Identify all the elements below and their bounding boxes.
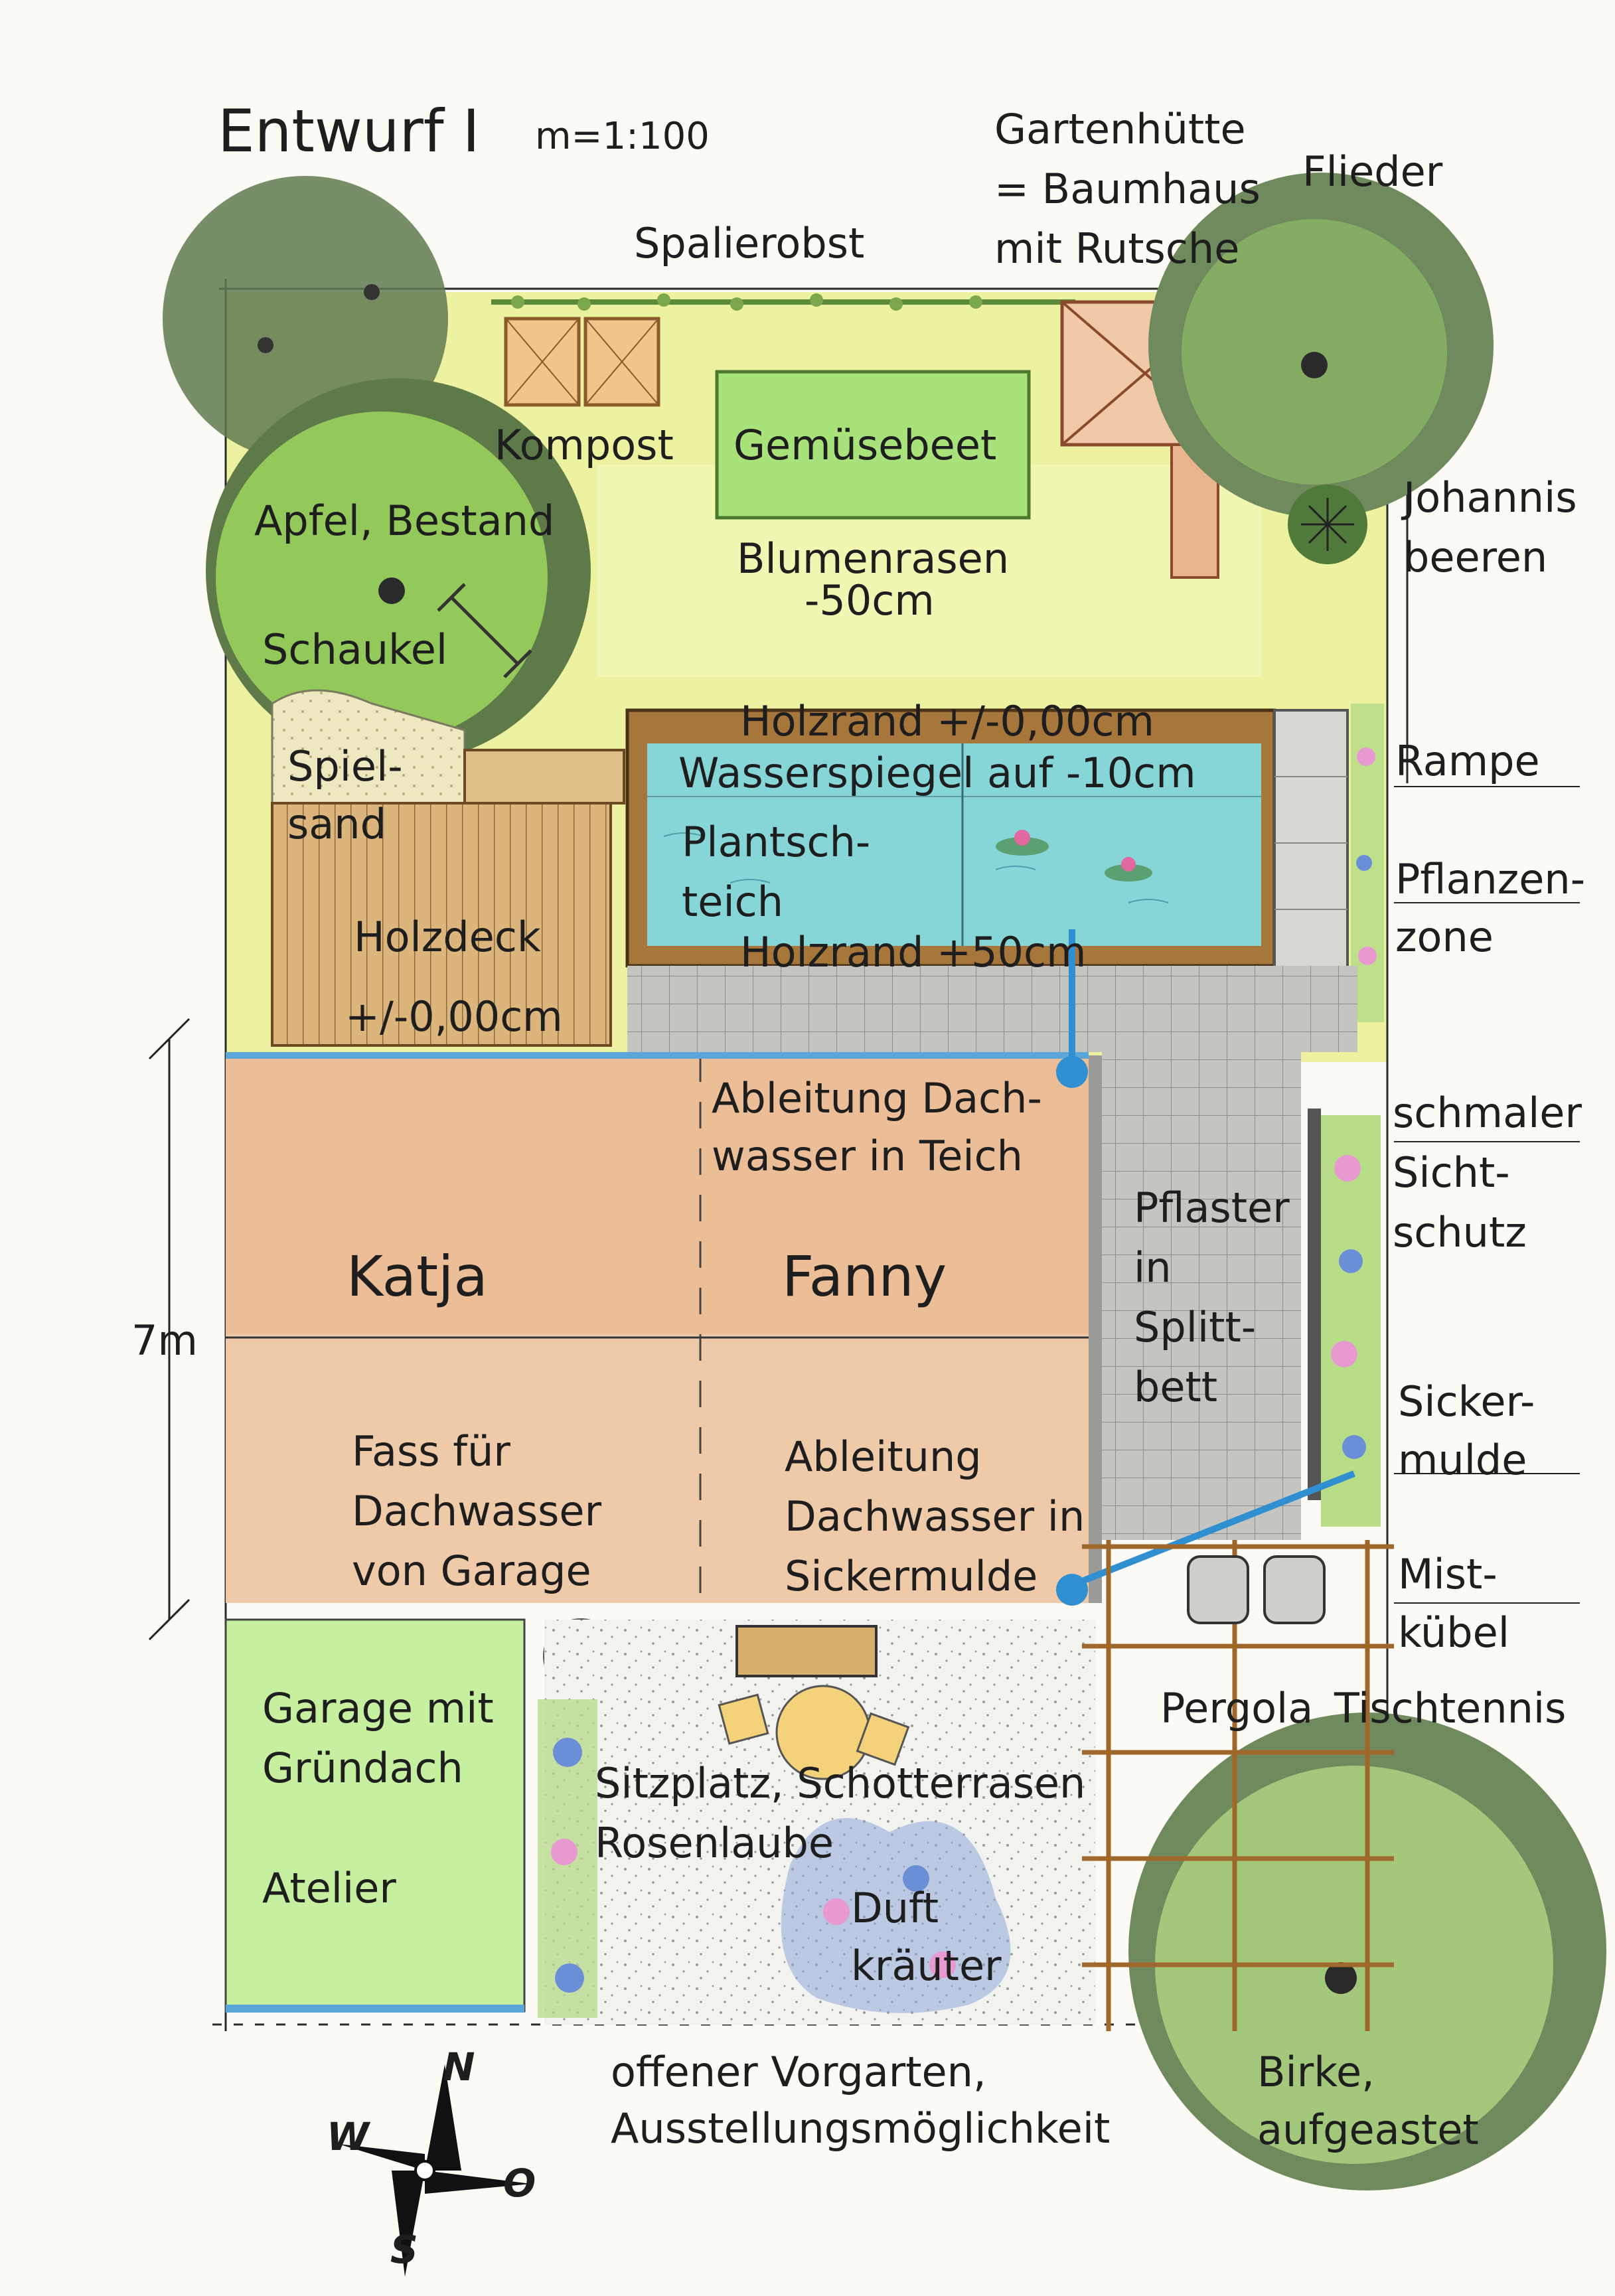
label-sicker: Sicker- — [1398, 1377, 1535, 1426]
label-gruendach: Gründach — [262, 1744, 463, 1792]
lilac-tree — [1148, 173, 1494, 518]
house — [226, 1052, 1102, 1603]
label-sicht: Sicht- — [1393, 1148, 1510, 1197]
label-ableitung-sm-3: Sickermulde — [785, 1552, 1038, 1600]
currant-shrub — [1288, 485, 1367, 564]
label-gartenhuette-2: = Baumhaus — [994, 165, 1261, 213]
herb-bed — [781, 1817, 1011, 2013]
deck-step — [463, 749, 625, 804]
label-rampe: Rampe — [1395, 737, 1540, 785]
label-fass-2: Dachwasser — [352, 1487, 602, 1535]
label-spalierobst: Spalierobst — [634, 219, 865, 268]
label-splitt: Splitt- — [1134, 1303, 1257, 1351]
compass-west: W — [327, 2114, 369, 2159]
label-holzrand-top: Holzrand +/-0,00cm — [740, 697, 1154, 745]
label-kompost: Kompost — [495, 421, 674, 469]
label-katja: Katja — [346, 1244, 488, 1309]
label-mulde: mulde — [1398, 1436, 1527, 1484]
leader-lines — [1394, 786, 1580, 1604]
label-johannis: Johannis — [1403, 473, 1577, 522]
rose-arbor — [735, 1625, 878, 1677]
label-bett: bett — [1134, 1363, 1218, 1411]
swing — [437, 583, 532, 678]
label-fanny: Fanny — [782, 1244, 947, 1309]
scale-label: m=1:100 — [535, 115, 710, 158]
label-vorgarten-1: offener Vorgarten, — [611, 2048, 986, 2096]
label-holzdeck: Holzdeck — [354, 913, 541, 961]
waste-bins — [1187, 1555, 1326, 1624]
label-schaukel: Schaukel — [262, 625, 448, 674]
label-holzrand-bottom: Holzrand +50cm — [740, 928, 1087, 976]
label-ableitung-teich-2: wasser in Teich — [712, 1132, 1023, 1180]
label-kuebel: kübel — [1398, 1608, 1510, 1657]
label-ableitung-teich-1: Ableitung Dach- — [712, 1074, 1042, 1122]
label-blumenrasen-level: -50cm — [805, 576, 935, 625]
label-atelier: Atelier — [262, 1864, 396, 1912]
label-gartenhuette-1: Gartenhütte — [994, 105, 1246, 153]
label-kraeuter: kräuter — [851, 1942, 1002, 1990]
pond — [625, 708, 1276, 968]
downpipe-sickermulde — [1056, 1574, 1088, 1606]
border-plants — [538, 1699, 597, 2018]
play-sand — [271, 689, 466, 824]
label-pflanzen: Pflanzen- — [1395, 855, 1586, 903]
compass-east: O — [503, 2161, 536, 2206]
label-blumenrasen: Blumenrasen — [737, 534, 1010, 583]
table-and-chairs — [718, 1685, 910, 1780]
label-flieder: Flieder — [1302, 147, 1443, 196]
label-zone: zone — [1395, 913, 1494, 961]
dimension-label: 7m — [131, 1316, 198, 1365]
label-tischtennis: Tischtennis — [1334, 1684, 1567, 1732]
label-plantsch: Plantsch- — [682, 818, 871, 866]
label-rosenlaube: Rosenlaube — [595, 1819, 834, 1867]
plan-title: Entwurf I — [218, 97, 480, 165]
label-holzdeck-level: +/-0,00cm — [345, 992, 563, 1041]
label-ableitung-sm-1: Ableitung — [785, 1432, 982, 1481]
paving-path — [1102, 1052, 1301, 1540]
label-ableitung-sm-2: Dachwasser in — [785, 1492, 1085, 1541]
label-apfel: Apfel, Bestand — [254, 497, 555, 545]
compost-bins — [504, 317, 660, 407]
label-gemuesebeet: Gemüsebeet — [733, 421, 997, 469]
espalier-fruit — [491, 293, 1075, 311]
water-lily — [996, 830, 1152, 881]
label-aufgeastet: aufgeastet — [1257, 2105, 1479, 2154]
label-spiel: Spiel- — [287, 742, 403, 791]
label-sitzplatz: Sitzplatz, Schotterrasen — [595, 1759, 1086, 1807]
downpipe-teich — [1056, 1056, 1088, 1088]
label-fass-3: von Garage — [352, 1547, 591, 1595]
label-birke: Birke, — [1257, 2048, 1375, 2096]
wooden-deck — [271, 802, 612, 1047]
compass-north: N — [443, 2044, 475, 2090]
label-beeren: beeren — [1403, 533, 1548, 581]
ramp — [1273, 709, 1349, 977]
label-wasserspiegel: Wasserspiegel auf -10cm — [678, 749, 1196, 797]
label-schmaler: schmaler — [1393, 1089, 1582, 1137]
label-pflaster: Pflaster — [1134, 1184, 1290, 1232]
label-fass-1: Fass für — [352, 1427, 510, 1476]
privacy-screen — [1308, 1109, 1321, 1500]
label-garage: Garage mit — [262, 1684, 494, 1732]
label-vorgarten-2: Ausstellungsmöglichkeit — [611, 2104, 1111, 2153]
infiltration-swale — [1321, 1115, 1381, 1527]
garage — [224, 1618, 526, 2013]
compass-south: S — [390, 2227, 418, 2272]
label-schutz: schutz — [1393, 1208, 1527, 1257]
label-gartenhuette-3: mit Rutsche — [994, 224, 1240, 273]
garage-roofline — [226, 2005, 524, 2013]
label-pergola: Pergola — [1160, 1684, 1314, 1732]
label-sand: sand — [287, 800, 386, 848]
paving-strip — [627, 966, 1357, 1052]
dimension-line — [148, 1018, 191, 1641]
label-duft: Duft — [851, 1884, 939, 1932]
apple-tree — [206, 378, 591, 763]
label-teich: teich — [682, 878, 784, 926]
label-pflaster-in: in — [1134, 1243, 1172, 1292]
compass-rose — [339, 2064, 531, 2277]
vegetable-bed — [715, 370, 1031, 520]
roof-drainage — [1067, 929, 1355, 1590]
label-mist: Mist- — [1398, 1550, 1498, 1598]
